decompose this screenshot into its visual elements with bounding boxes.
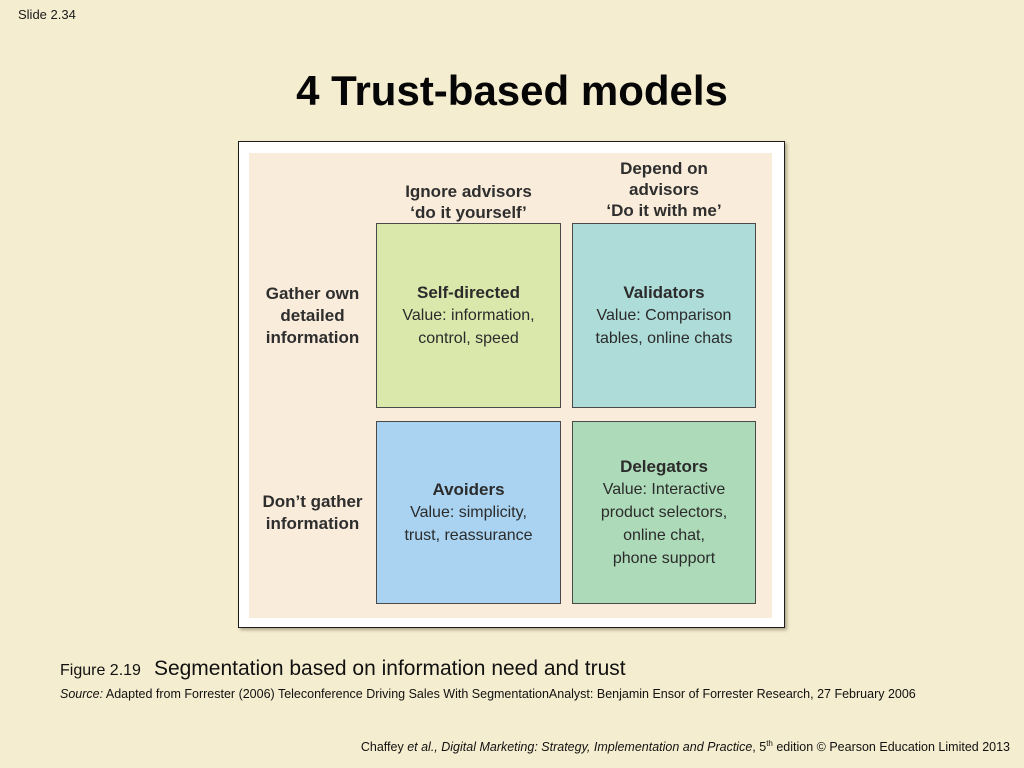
figure-caption-title: Segmentation based on information need a… — [153, 657, 626, 680]
figure-caption: Figure 2.19 Segmentation based on inform… — [60, 657, 626, 681]
figure-panel: Ignore advisors ‘do it yourself’ Depend … — [249, 153, 772, 618]
column-header-line: Depend on — [620, 159, 708, 178]
source-text: Adapted from Forrester (2006) Teleconfer… — [103, 687, 916, 701]
quadrant-title: Delegators — [620, 457, 708, 476]
footer-author: Chaffey — [360, 740, 408, 754]
footer-edition-ordinal: th — [766, 738, 773, 748]
slide-number: Slide 2.34 — [18, 7, 76, 22]
column-header-depend-on-advisors: Depend on advisors ‘Do it with me’ — [572, 158, 756, 221]
quadrant-title: Self-directed — [417, 283, 520, 302]
figure-frame: Ignore advisors ‘do it yourself’ Depend … — [238, 141, 785, 628]
footer-edition-prefix: , 5 — [752, 740, 767, 754]
row-header-line: Don’t gather — [262, 491, 363, 511]
column-header-line: ‘do it yourself’ — [410, 203, 527, 222]
quadrant-value-line: Value: Interactive — [602, 481, 726, 498]
column-header-line: Ignore advisors — [405, 182, 532, 201]
quadrant-value-line: online chat, — [623, 527, 705, 544]
quadrant-title: Avoiders — [432, 480, 505, 499]
quadrant-value-line: tables, online chats — [595, 330, 733, 347]
quadrant-value-line: Value: information, — [402, 307, 535, 324]
row-header-dont-gather-information: Don’t gather information — [249, 421, 376, 604]
row-header-line: information — [265, 513, 360, 533]
row-header-line: Gather own — [265, 283, 360, 303]
quadrant-delegators: Delegators Value: Interactive product se… — [572, 421, 756, 604]
quadrant-value-line: control, speed — [418, 330, 519, 347]
quadrant-validators: Validators Value: Comparison tables, onl… — [572, 223, 756, 408]
quadrant-self-directed: Self-directed Value: information, contro… — [376, 223, 561, 408]
figure-caption-label: Figure 2.19 — [60, 662, 141, 679]
column-header-ignore-advisors: Ignore advisors ‘do it yourself’ — [376, 181, 561, 223]
quadrant-avoiders: Avoiders Value: simplicity, trust, reass… — [376, 421, 561, 604]
footer-credit: Chaffey et al., Digital Marketing: Strat… — [0, 738, 1010, 754]
quadrant-value-line: phone support — [612, 550, 716, 567]
quadrant-title: Validators — [623, 283, 705, 302]
footer-book-title: et al., Digital Marketing: Strategy, Imp… — [407, 740, 753, 754]
page-title: 4 Trust-based models — [296, 67, 728, 114]
row-header-line: detailed — [280, 305, 345, 325]
quadrant-value-line: product selectors, — [600, 504, 728, 521]
row-header-gather-own-information: Gather own detailed information — [249, 223, 376, 408]
column-header-line: advisors — [629, 180, 699, 199]
footer-publisher: edition © Pearson Education Limited 2013 — [772, 740, 1010, 754]
quadrant-value-line: Value: Comparison — [596, 307, 732, 324]
source-line: Source: Adapted from Forrester (2006) Te… — [60, 687, 916, 701]
quadrant-value-line: Value: simplicity, — [410, 504, 527, 521]
quadrant-value-line: trust, reassurance — [404, 527, 533, 544]
row-header-line: information — [265, 327, 360, 347]
source-label: Source: — [60, 687, 104, 701]
column-header-line: ‘Do it with me’ — [606, 201, 722, 220]
